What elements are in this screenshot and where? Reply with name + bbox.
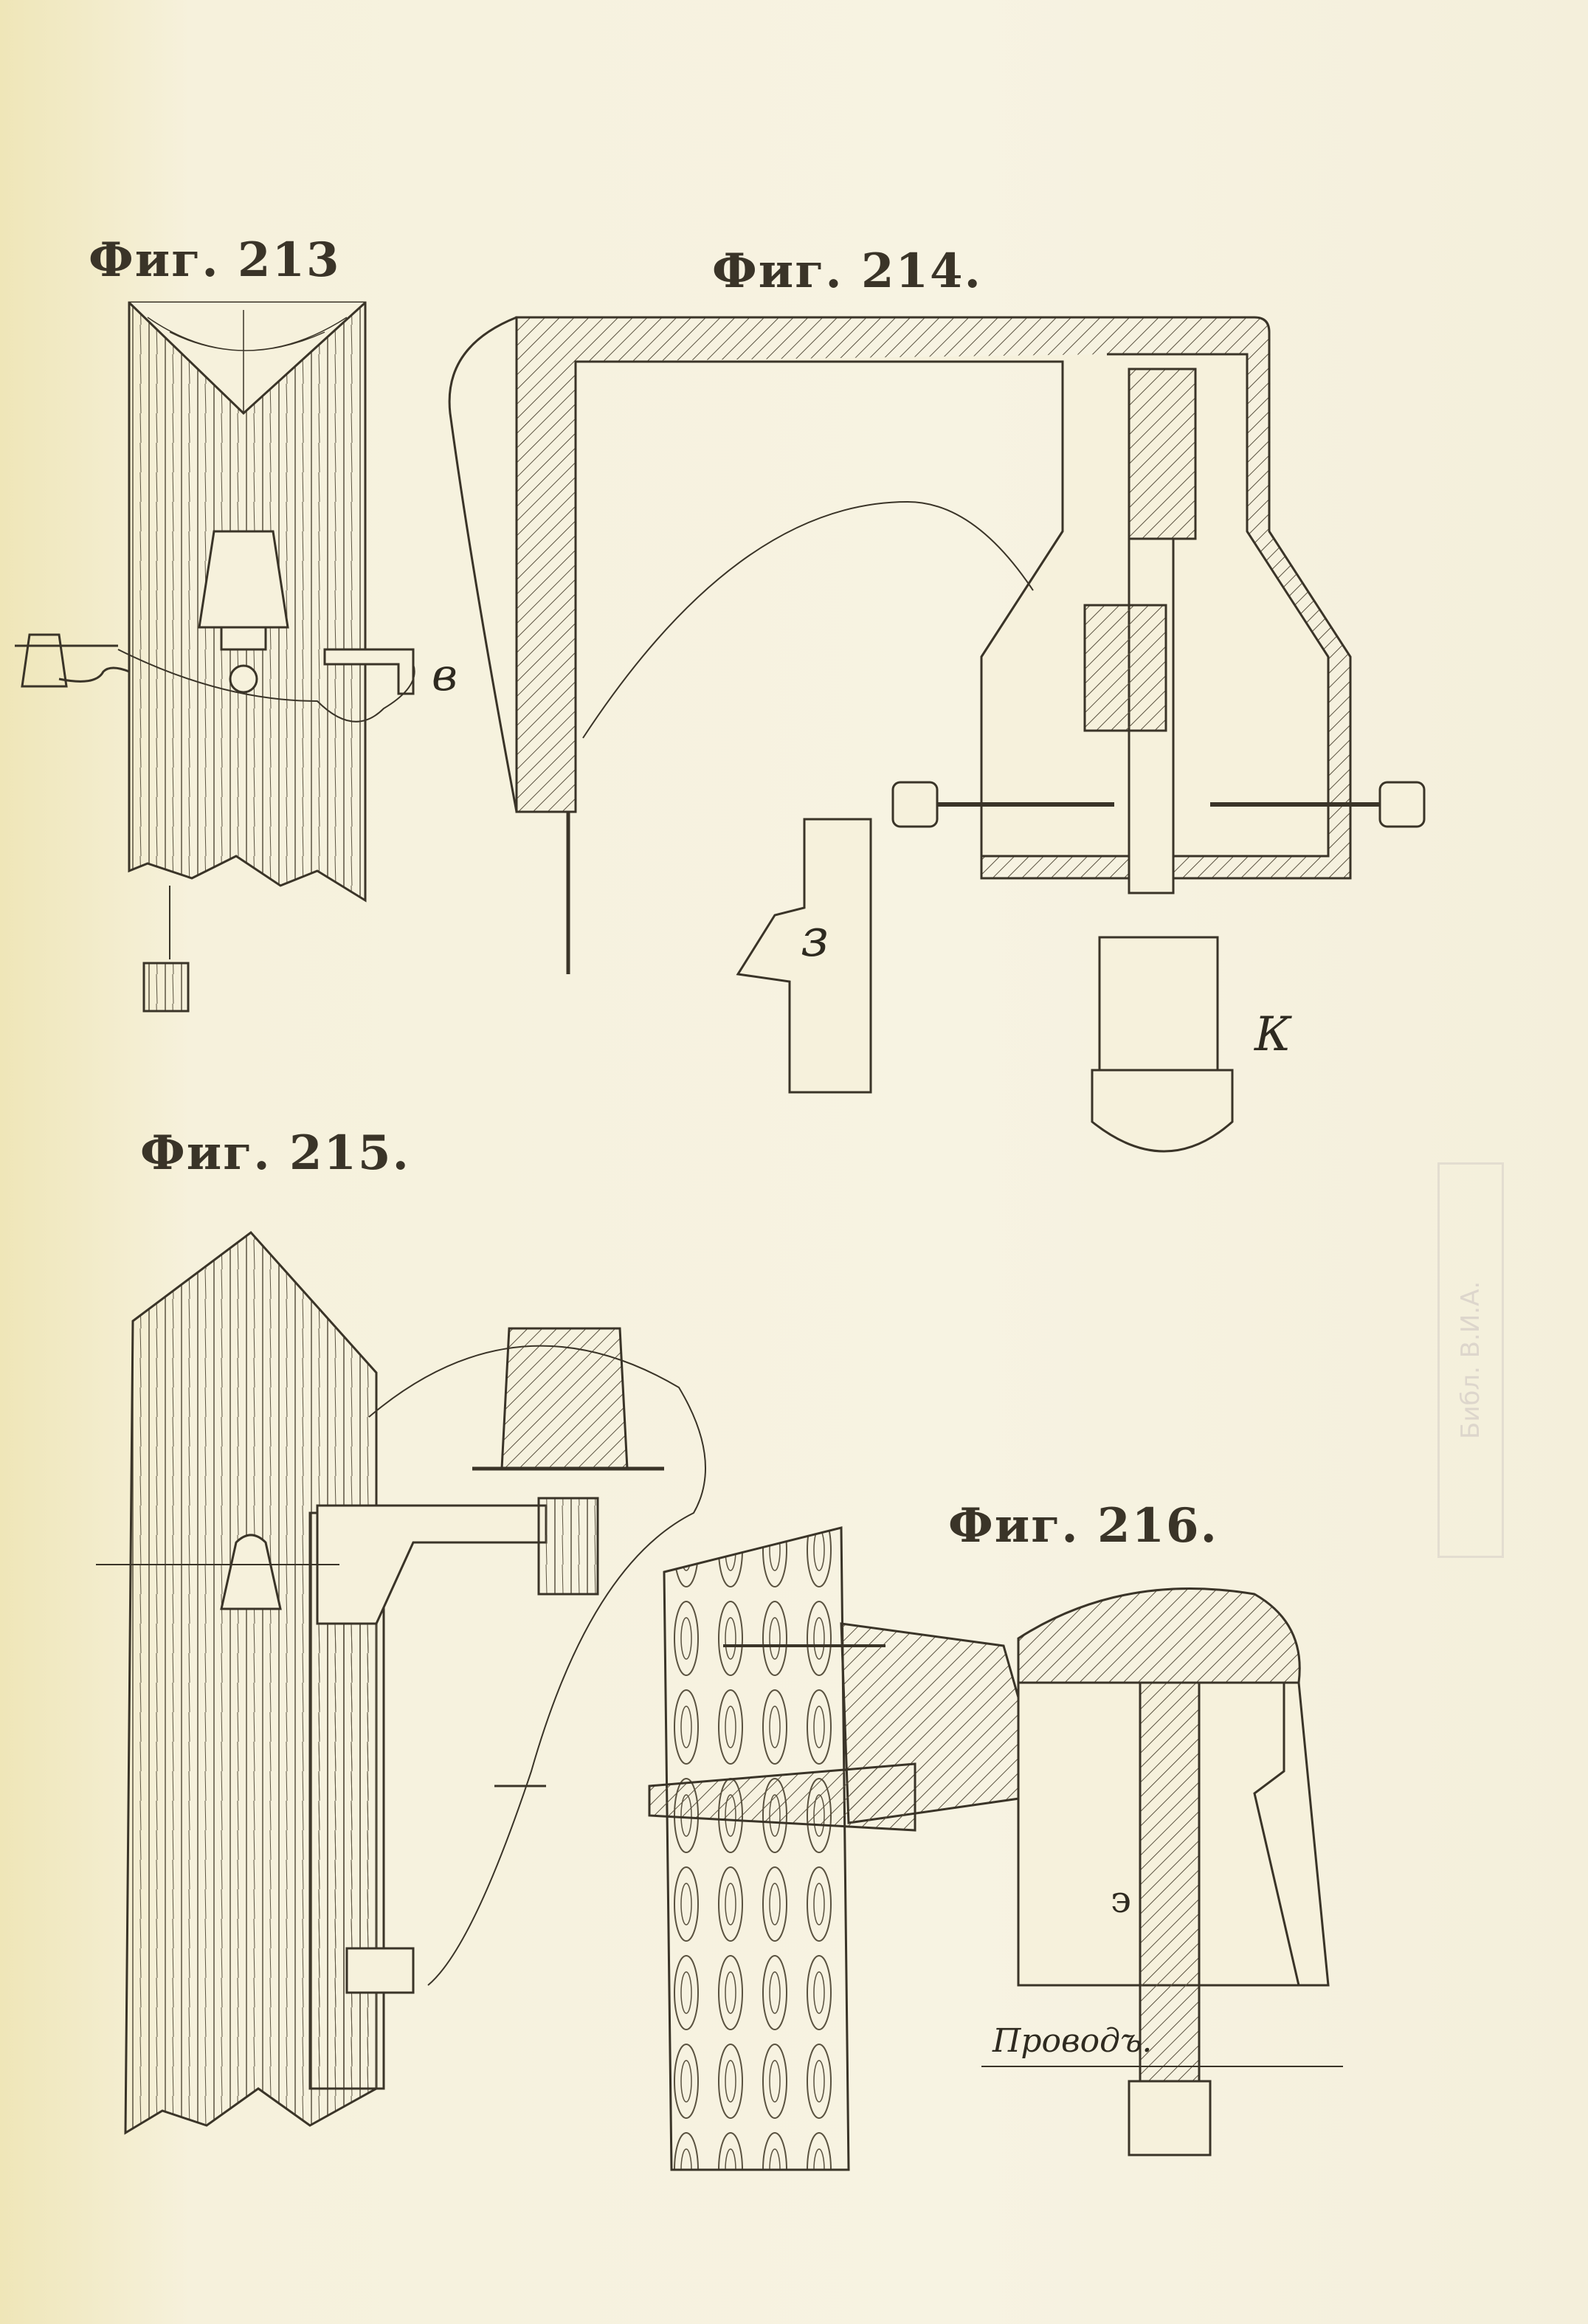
annotation-z: з xyxy=(801,908,829,968)
annotation-k: К xyxy=(1254,1007,1291,1062)
fig-213-drawing xyxy=(15,301,415,1013)
fig-215-drawing xyxy=(96,1230,706,2135)
annotation-wire: Проводъ. xyxy=(992,2022,1153,2060)
fig-213-label: Фиг. 213 xyxy=(89,232,341,288)
fig-214-label: Фиг. 214. xyxy=(712,244,982,299)
fig-216-label: Фиг. 216. xyxy=(948,1498,1218,1554)
fig-214-drawing xyxy=(448,316,1426,1153)
library-stamp: Библ. В.И.А. xyxy=(1437,1162,1504,1558)
fig-216-drawing xyxy=(648,1526,1343,2171)
annotation-v: в xyxy=(432,649,458,701)
annotation-e: э xyxy=(1111,1878,1132,1921)
fig-215-label: Фиг. 215. xyxy=(140,1125,410,1181)
